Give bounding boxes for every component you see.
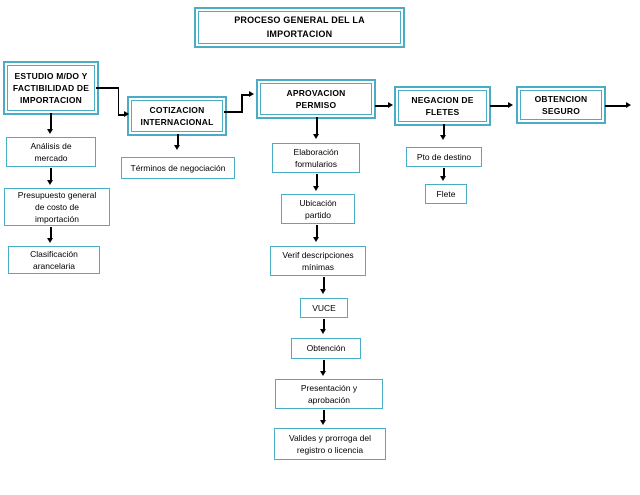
stage-cotizacion[interactable]: COTIZACION INTERNACIONAL [127,96,227,136]
node-presupuesto[interactable]: Presupuesto general de costo de importac… [4,188,110,226]
stage-cotizacion-label: COTIZACION INTERNACIONAL [140,104,214,127]
node-flete-label: Flete [436,188,456,199]
connector-estudio-cotizacion-v [117,87,120,114]
connector-elaboracion-ubicacion [316,174,318,187]
node-ubicacion-partido[interactable]: Ubicación partido [281,194,355,224]
connector-negacion-obtencion [490,105,509,107]
stage-negacion-label: NEGACION DE FLETES [411,94,474,117]
node-analisis-mercado-label: Análisis de mercado [30,140,72,163]
arrowhead-cotizacion-aprovacion [249,91,254,98]
stage-obtencion-seguro[interactable]: OBTENCION SEGURO [516,86,606,124]
node-vuce[interactable]: VUCE [300,298,348,318]
arrowhead-aprovacion-negacion [388,102,393,109]
arrowhead-cotizacion-terminos [174,145,181,150]
node-valides-prorroga[interactable]: Valides y prorroga del registro o licenc… [274,428,386,460]
node-verif-descripciones-label: Verif descripciones mínimas [282,249,354,272]
node-obtencion[interactable]: Obtención [291,338,361,359]
connector-negacion-pto [443,124,445,136]
node-verif-descripciones[interactable]: Verif descripciones mínimas [270,246,366,276]
node-presentacion-aprobacion[interactable]: Presentación y aprobación [275,379,383,409]
connector-cotizacion-terminos [177,134,179,147]
stage-estudio-label: ESTUDIO M/DO Y FACTIBILIDAD DE IMPORTACI… [12,70,90,106]
stage-estudio[interactable]: ESTUDIO M/DO Y FACTIBILIDAD DE IMPORTACI… [3,61,99,115]
connector-presentacion-valides [323,410,325,421]
node-pto-destino[interactable]: Pto de destino [406,147,482,167]
arrowhead-estudio-cotizacion [124,111,129,118]
connector-obtencion-exit [605,105,627,107]
arrowhead-presupuesto-clasificacion [47,238,54,243]
connector-cotizacion-aprovacion-v [241,94,243,112]
arrowhead-negacion-obtencion [508,102,513,109]
node-pto-destino-label: Pto de destino [416,151,472,162]
connector-aprovacion-elaboracion [316,117,318,135]
node-elaboracion-formularios-label: Elaboración formularios [293,146,339,169]
arrowhead-vuce-obtencion [320,329,327,334]
node-obtencion-label: Obtención [306,343,346,354]
node-flete[interactable]: Flete [425,184,467,204]
node-valides-prorroga-label: Valides y prorroga del registro o licenc… [288,432,372,455]
diagram-title-box: PROCESO GENERAL DEL LA IMPORTACION [194,7,405,48]
node-clasificacion-label: Clasificación arancelaria [30,248,78,271]
connector-estudio-cotizacion-h1 [96,87,119,89]
diagram-title-text: PROCESO GENERAL DEL LA IMPORTACION [234,15,365,39]
node-ubicacion-partido-label: Ubicación partido [299,197,337,220]
connector-estudio-cotizacion-h2 [117,114,125,116]
node-clasificacion[interactable]: Clasificación arancelaria [8,246,100,274]
node-terminos-negociacion[interactable]: Términos de negociación [121,157,235,179]
node-analisis-mercado[interactable]: Análisis de mercado [6,137,96,167]
node-vuce-label: VUCE [312,302,336,313]
stage-obtencion-seguro-label: OBTENCION SEGURO [534,93,588,116]
arrowhead-pto-flete [440,176,447,181]
connector-estudio-analisis [50,113,52,130]
connector-obtencion-presentacion [323,360,325,372]
arrowhead-obtencion-presentacion [320,371,327,376]
connector-pto-flete [443,168,445,177]
arrowhead-elaboracion-ubicacion [313,186,320,191]
node-elaboracion-formularios[interactable]: Elaboración formularios [272,143,360,173]
arrowhead-aprovacion-elaboracion [313,134,320,139]
connector-verif-vuce [323,277,325,290]
connector-aprovacion-negacion [375,105,389,107]
node-presentacion-aprobacion-label: Presentación y aprobación [300,382,358,405]
stage-negacion[interactable]: NEGACION DE FLETES [394,86,491,126]
connector-cotizacion-aprovacion-h2 [241,94,250,96]
arrowhead-analisis-presupuesto [47,180,54,185]
arrowhead-verif-vuce [320,289,327,294]
node-terminos-negociacion-label: Términos de negociación [130,162,226,173]
stage-aprovacion-label: APROVACION PERMISO [286,87,346,110]
arrowhead-estudio-analisis [47,129,54,134]
arrowhead-presentacion-valides [320,420,327,425]
stage-aprovacion[interactable]: APROVACION PERMISO [256,79,376,119]
connector-analisis-presupuesto [50,168,52,181]
connector-vuce-obtencion [323,319,325,330]
connector-cotizacion-aprovacion-h1 [224,111,243,113]
connector-ubicacion-verif [316,225,318,238]
arrowhead-ubicacion-verif [313,237,320,242]
arrowhead-obtencion-exit [626,102,631,109]
node-presupuesto-label: Presupuesto general de costo de importac… [17,189,97,225]
arrowhead-negacion-pto [440,135,447,140]
connector-presupuesto-clasificacion [50,227,52,239]
